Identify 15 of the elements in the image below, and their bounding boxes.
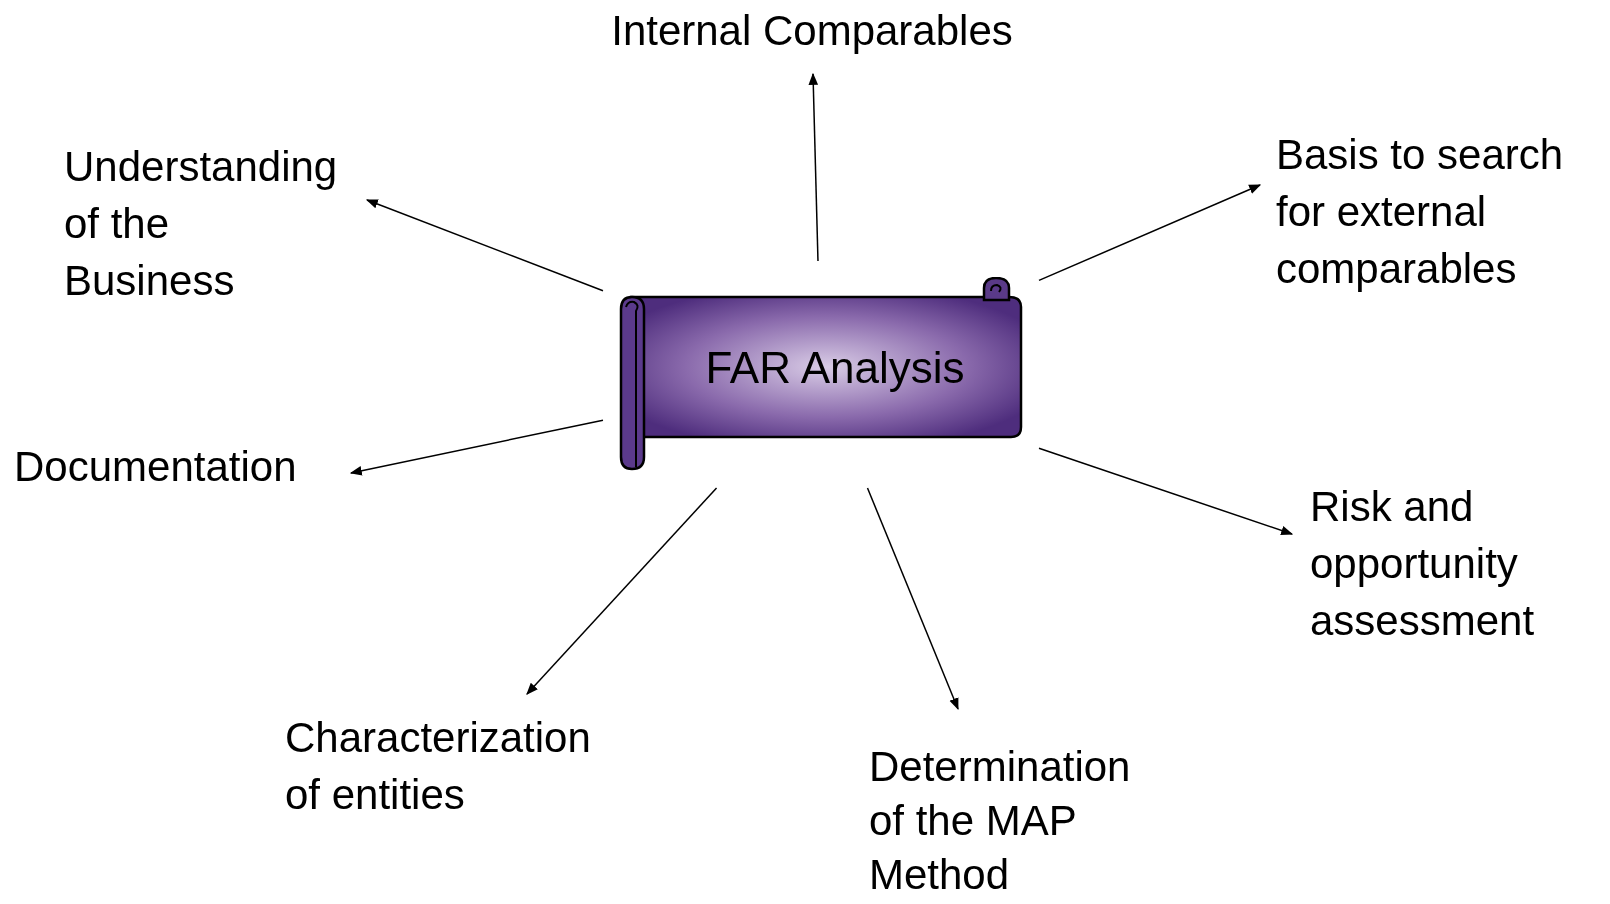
node-label: Determination of the MAP Method: [869, 742, 1132, 900]
arrow: [1038, 447, 1294, 536]
node-title: FAR Analysis: [704, 343, 966, 393]
arrow: [349, 419, 604, 476]
node-label: Understanding of the Business: [64, 142, 339, 306]
arrow: [365, 199, 604, 292]
arrow: [526, 487, 718, 695]
arrow: [808, 72, 819, 262]
node-label: Documentation: [14, 442, 298, 492]
node-label: Risk and opportunity assessment: [1310, 482, 1536, 646]
node-label: Internal Comparables: [610, 6, 1014, 56]
node-label: Basis to search for external comparables: [1276, 130, 1565, 294]
arrow: [866, 487, 959, 711]
arrow: [1038, 184, 1262, 282]
node-label: Characterization of entities: [285, 713, 592, 820]
